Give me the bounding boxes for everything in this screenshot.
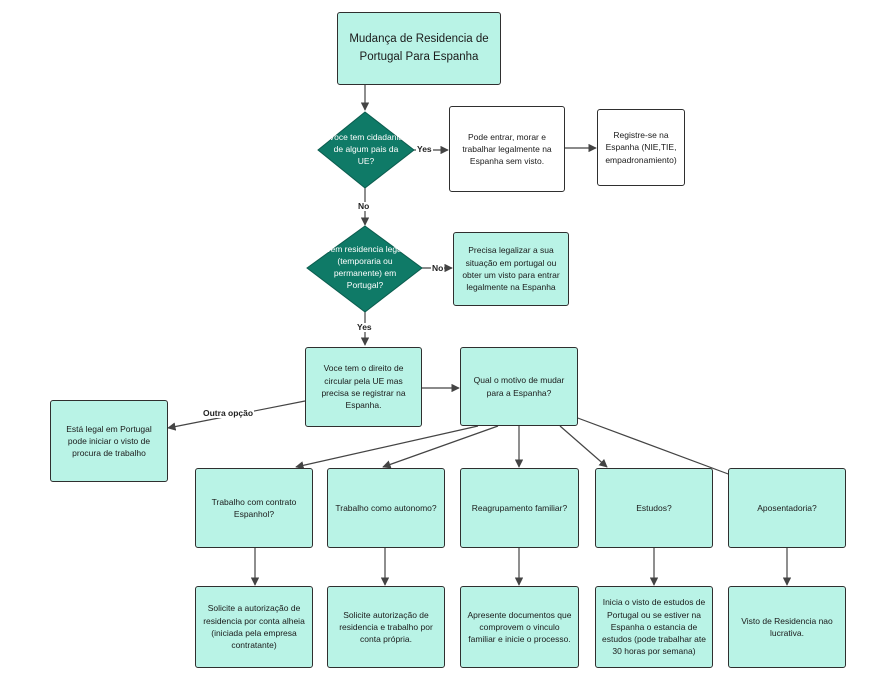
motive-node: Qual o motivo de mudar para a Espanha? [460,347,578,426]
start-node-text: Mudança de Residencia de Portugal Para E… [349,33,489,63]
edge-label-yes-eu: Yes [416,144,433,154]
self-employed-result-node: Solicite autorização de residencia e tra… [327,586,445,668]
edge-label-no-residence: No [431,263,445,273]
family-result-node: Apresente documentos que comprovem o vin… [460,586,579,668]
edge-motive-to-self [382,425,499,469]
eu-yes-result-node: Pode entrar, morar e trabalhar legalment… [449,106,565,192]
edge-label-no-eu: No [357,201,371,211]
studies-result-node: Inicia o visto de estudos de Portugal ou… [595,586,713,668]
legalize-node: Precisa legalizar a sua situação em port… [453,232,569,306]
work-contract-result-node: Solicite a autorização de residencia por… [195,586,313,668]
edge-motive-to-work [295,425,479,470]
self-employed-node: Trabalho como autonomo? [327,468,445,548]
decision-eu-text: Voce tem cidadania de algum pais da UE? [328,132,404,166]
edge-motive-to-retire [574,416,740,480]
legal-portugal-node: Está legal em Portugal pode iniciar o vi… [50,400,168,482]
edge-motive-to-studies [559,425,608,468]
decision-diamond-eu [317,111,415,189]
decision-diamond-residence [306,225,423,313]
register-node: Registre-se na Espanha (NIE,TIE, empadro… [597,109,685,186]
family-node: Reagrupamento familiar? [460,468,579,548]
retirement-result-node: Visto de Residencia nao lucrativa. [728,586,846,668]
retirement-node: Aposentadoria? [728,468,846,548]
decision-residence-text: Tem residencia legal (temporaria ou perm… [326,244,404,290]
work-contract-node: Trabalho com contrato Espanhol? [195,468,313,548]
edge-label-yes-residence: Yes [356,322,373,332]
circulate-node: Voce tem o direito de circular pela UE m… [305,347,422,427]
edge-label-other-option: Outra opção [202,408,255,418]
studies-node: Estudos? [595,468,713,548]
start-node: Mudança de Residencia de Portugal Para E… [337,12,501,85]
